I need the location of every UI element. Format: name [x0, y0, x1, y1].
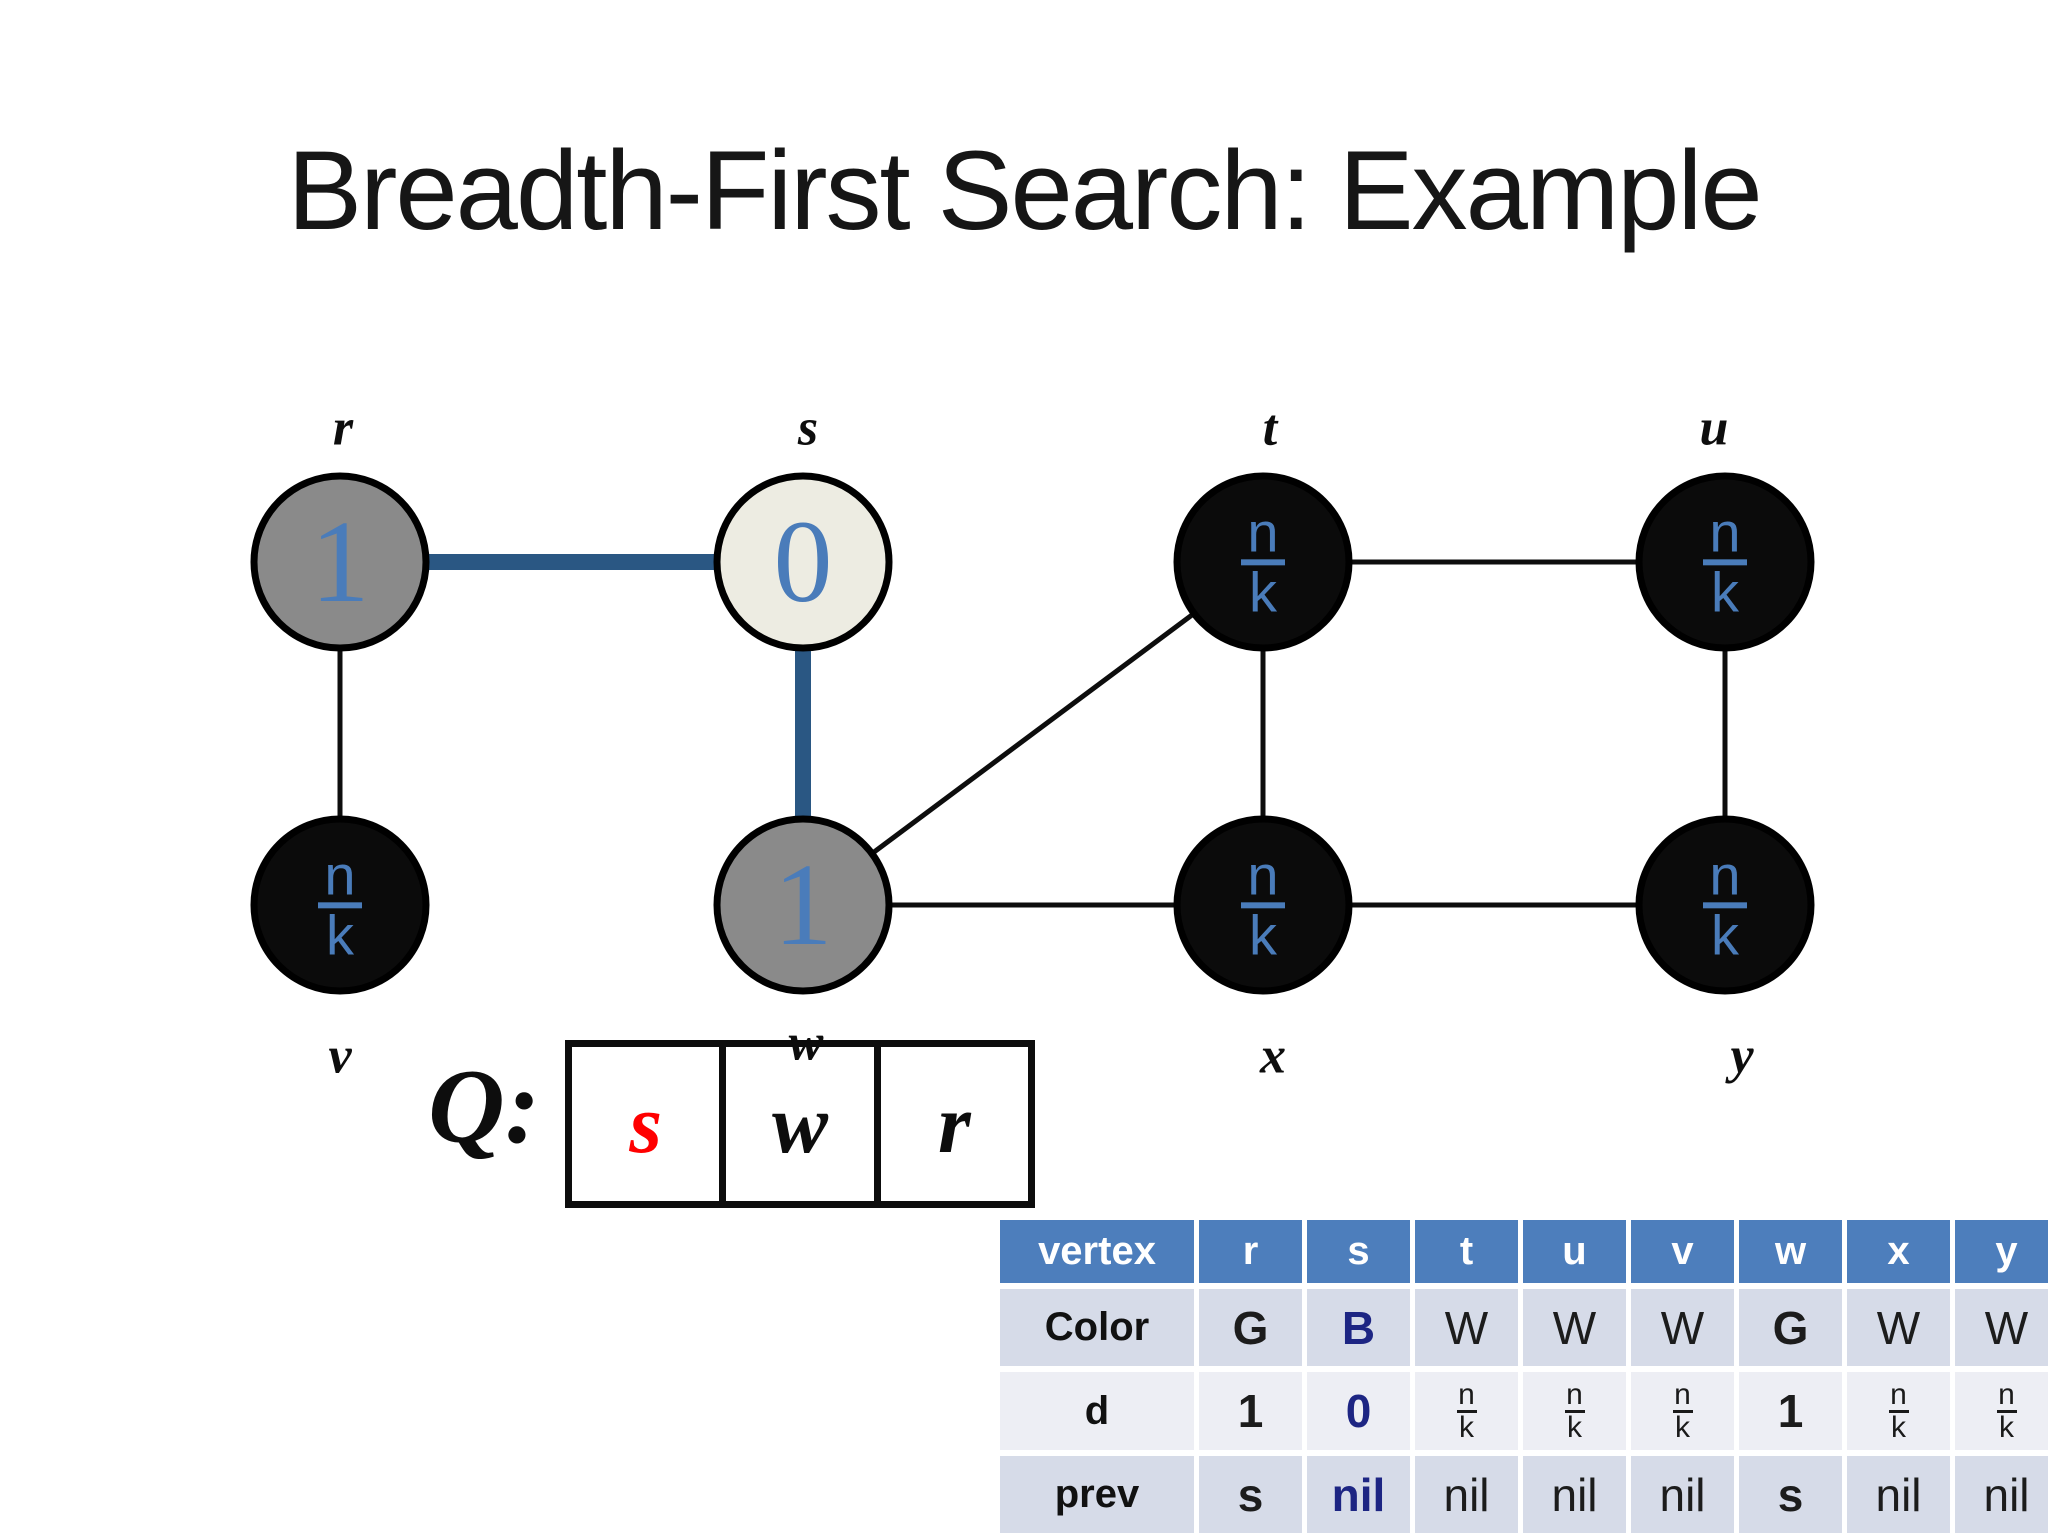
table-cell-prev-r: s [1199, 1456, 1302, 1533]
table-cell-prev-y: nil [1955, 1456, 2048, 1533]
table-header-s: s [1307, 1220, 1410, 1283]
table-cell-color-w: G [1739, 1289, 1842, 1366]
node-s-distance: 0 [773, 496, 833, 627]
table-cell-d-w: 1 [1739, 1372, 1842, 1450]
table-cell-prev-w: s [1739, 1456, 1842, 1533]
state-table: vertex r s t u v w x y Color G B W W W G… [1000, 1220, 2048, 1533]
table-cell-prev-x: nil [1847, 1456, 1950, 1533]
queue-cell-2: r [873, 1047, 1028, 1201]
node-label-x: x [1260, 1027, 1286, 1085]
table-header-w: w [1739, 1220, 1842, 1283]
queue-cell-0: s [629, 1077, 663, 1171]
table-header-r: r [1199, 1220, 1302, 1283]
table-header-vertex: vertex [1000, 1220, 1194, 1283]
table-header-v: v [1631, 1220, 1734, 1283]
table-rowlabel-d: d [1000, 1372, 1194, 1450]
table-header-t: t [1415, 1220, 1518, 1283]
table-rowlabel-color: Color [1000, 1289, 1194, 1366]
node-label-r: r [332, 399, 354, 457]
table-cell-prev-u: nil [1523, 1456, 1626, 1533]
table-cell-color-t: W [1415, 1289, 1518, 1366]
node-label-t: t [1262, 399, 1278, 457]
node-label-u: u [1699, 399, 1729, 457]
node-w-circle [713, 815, 893, 995]
table-cell-prev-v: nil [1631, 1456, 1734, 1533]
queue-label: Q: [428, 1048, 540, 1165]
table-cell-color-x: W [1847, 1289, 1950, 1366]
node-label-y: y [1730, 1027, 1754, 1085]
table-cell-color-r: G [1199, 1289, 1302, 1366]
node-label-w: w [788, 1014, 824, 1072]
slide-title: Breadth-First Search: Example [287, 128, 1762, 253]
table-header-y: y [1955, 1220, 2048, 1283]
table-cell-d-r: 1 [1199, 1372, 1302, 1450]
table-header-x: x [1847, 1220, 1950, 1283]
node-s-circle [713, 472, 893, 652]
queue-cell-1: w [719, 1047, 873, 1201]
table-cell-color-y: W [1955, 1289, 2048, 1366]
node-r-distance: 1 [310, 496, 370, 627]
node-w-distance: 1 [773, 839, 833, 970]
table-cell-color-v: W [1631, 1289, 1734, 1366]
node-r-circle [250, 472, 430, 652]
node-label-v: v [328, 1027, 352, 1085]
table-cell-color-u: W [1523, 1289, 1626, 1366]
table-cell-prev-s: nil [1307, 1456, 1410, 1533]
table-cell-prev-t: nil [1415, 1456, 1518, 1533]
table-cell-d-s: 0 [1307, 1372, 1410, 1450]
edge-w-t [801, 559, 1265, 908]
queue-box: s w r [565, 1040, 1035, 1208]
table-cell-color-s: B [1307, 1289, 1410, 1366]
table-header-u: u [1523, 1220, 1626, 1283]
node-label-s: s [797, 399, 819, 457]
table-rowlabel-prev: prev [1000, 1456, 1194, 1533]
